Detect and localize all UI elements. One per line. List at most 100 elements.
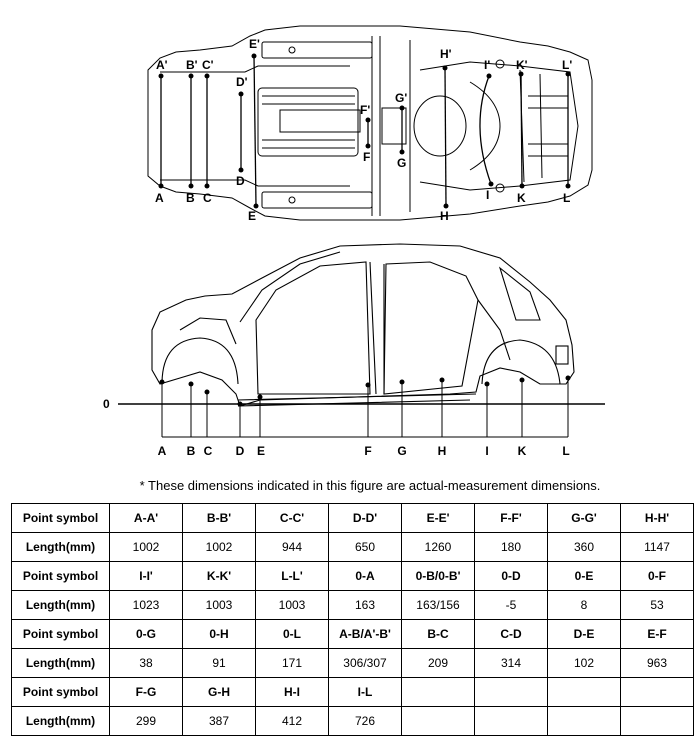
- floor-ribs: [262, 95, 355, 149]
- point-symbol-cell: G-H: [182, 677, 256, 707]
- a-pillar: [239, 251, 341, 323]
- point-symbol-cell: A-A': [109, 503, 183, 533]
- length-cell: 91: [182, 648, 256, 678]
- label-h-prime: H': [440, 47, 452, 61]
- measurement-note: * These dimensions indicated in this fig…: [0, 470, 700, 500]
- length-cell: 8: [547, 590, 621, 620]
- rear-arch-upper: [469, 81, 501, 171]
- rear-door-opening: [383, 261, 479, 395]
- rear-wheel-house: [481, 339, 561, 385]
- hole-4: [495, 183, 505, 193]
- point-symbol-cell: F-G: [109, 677, 183, 707]
- side-sill-upper: [261, 41, 373, 59]
- note-text: * These dimensions indicated in this fig…: [139, 477, 601, 493]
- point-symbol-header: Point symbol: [11, 503, 110, 533]
- point-symbol-cell: H-H': [620, 503, 694, 533]
- point-symbol-cell: C-D: [474, 619, 548, 649]
- length-cell: 1002: [182, 532, 256, 562]
- point-symbol-cell: A-B/A'-B': [328, 619, 402, 649]
- point-symbol-cell: D-D': [328, 503, 402, 533]
- point-symbol-header: Point symbol: [11, 561, 110, 591]
- point-symbol-header: Point symbol: [11, 677, 110, 707]
- length-cell: -5: [474, 590, 548, 620]
- point-symbol-cell: 0-H: [182, 619, 256, 649]
- label-h: H: [440, 209, 449, 223]
- length-header: Length(mm): [11, 706, 110, 736]
- length-cell: 163/156: [401, 590, 475, 620]
- rear-window: [498, 266, 541, 321]
- label-f: F: [363, 150, 370, 164]
- label-l: L: [563, 191, 570, 205]
- side-sill-lower: [261, 191, 373, 209]
- length-cell: 163: [328, 590, 402, 620]
- point-symbol-cell: H-I: [255, 677, 329, 707]
- point-symbol-cell: 0-D: [474, 561, 548, 591]
- point-symbol-cell: E-F: [620, 619, 694, 649]
- label-d-prime: D': [236, 75, 248, 89]
- length-cell: 1003: [182, 590, 256, 620]
- label-g-prime: G': [395, 91, 407, 105]
- point-symbol-cell: K-K': [182, 561, 256, 591]
- label-g: G: [397, 156, 406, 170]
- c-pillar: [477, 299, 511, 361]
- length-cell: 299: [109, 706, 183, 736]
- label-b: B: [186, 191, 195, 205]
- point-symbol-cell: G-G': [547, 503, 621, 533]
- length-header: Length(mm): [11, 590, 110, 620]
- length-cell: [547, 706, 621, 736]
- length-cell: 102: [547, 648, 621, 678]
- side-view-body: [151, 243, 575, 407]
- rear-floor: [419, 61, 579, 191]
- side-label-l: L: [562, 444, 569, 458]
- point-symbol-cell: C-C': [255, 503, 329, 533]
- point-symbol-cell: [401, 677, 475, 707]
- label-k-prime: K': [516, 58, 528, 72]
- side-label-f: F: [364, 444, 371, 458]
- side-label-i: I: [485, 444, 488, 458]
- label-c-prime: C': [202, 58, 214, 72]
- length-cell: [620, 706, 694, 736]
- side-label-k: K: [518, 444, 527, 458]
- length-cell: 314: [474, 648, 548, 678]
- front-rail-upper: [160, 65, 350, 73]
- datum-label: 0: [103, 397, 110, 411]
- label-i-prime: I': [484, 58, 490, 72]
- label-d: D: [236, 174, 245, 188]
- point-symbol-cell: D-E: [547, 619, 621, 649]
- side-view-reference-lines: [161, 378, 569, 438]
- side-label-e: E: [257, 444, 265, 458]
- body-silhouette: [151, 243, 575, 407]
- top-view-measurement-lines: [160, 55, 569, 207]
- side-label-a: A: [158, 444, 167, 458]
- hole-2: [288, 196, 296, 204]
- length-cell: 1003: [255, 590, 329, 620]
- side-label-b: B: [187, 444, 196, 458]
- label-k: K: [517, 191, 526, 205]
- point-symbol-cell: B-B': [182, 503, 256, 533]
- length-cell: 726: [328, 706, 402, 736]
- tail-lamp: [555, 345, 569, 365]
- length-cell: 1002: [109, 532, 183, 562]
- top-view-measurement-points: [158, 53, 571, 209]
- length-cell: 360: [547, 532, 621, 562]
- length-cell: 306/307: [328, 648, 402, 678]
- point-symbol-cell: I-I': [109, 561, 183, 591]
- label-l-prime: L': [562, 58, 572, 72]
- length-cell: 53: [620, 590, 694, 620]
- body-dimension-diagram: A' B' C' D' E' F' G' H' I' K' L' A B C D…: [103, 25, 605, 458]
- b-pillar: [369, 261, 385, 395]
- side-sill: [237, 393, 477, 407]
- label-e-prime: E': [249, 37, 260, 51]
- point-symbol-cell: 0-E: [547, 561, 621, 591]
- front-rail-lower: [160, 179, 350, 187]
- side-view-labels: A B C D E F G H I K L: [158, 444, 570, 458]
- point-symbol-header: Point symbol: [11, 619, 110, 649]
